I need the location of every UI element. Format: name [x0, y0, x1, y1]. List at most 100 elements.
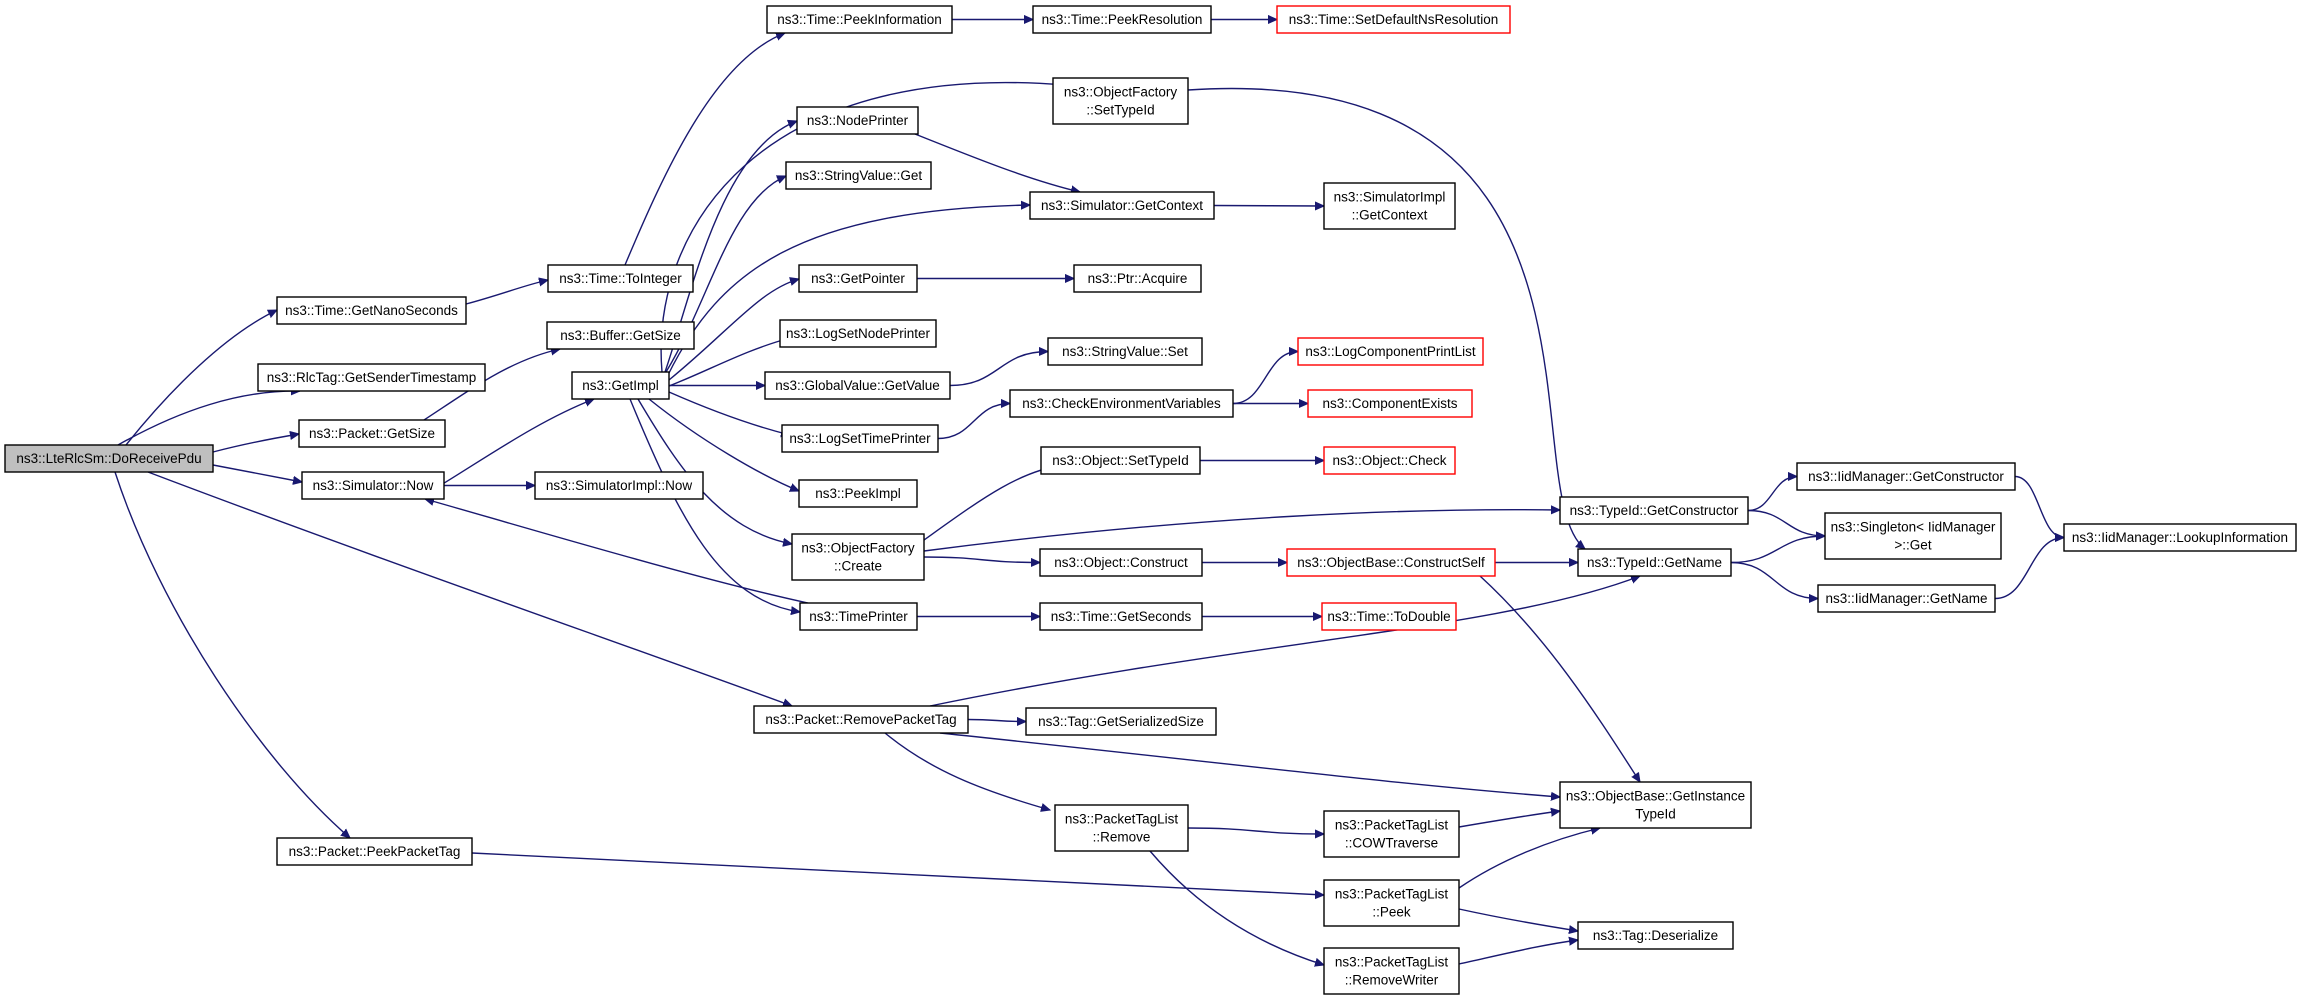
node-ofCreate[interactable]: ns3::ObjectFactory::Create	[791, 533, 925, 581]
node-box[interactable]	[1559, 781, 1752, 829]
node-box[interactable]	[796, 106, 919, 135]
node-logSetNodePrinter[interactable]: ns3::LogSetNodePrinter	[779, 319, 937, 348]
node-singletonGet[interactable]: ns3::Singleton< IidManager>::Get	[1824, 512, 2002, 560]
node-peekPktTag[interactable]: ns3::Packet::PeekPacketTag	[276, 837, 473, 866]
node-peekRes[interactable]: ns3::Time::PeekResolution	[1032, 5, 1212, 34]
node-box[interactable]	[1323, 182, 1456, 230]
node-objSetTypeId[interactable]: ns3::Object::SetTypeId	[1040, 446, 1201, 475]
node-getImpl[interactable]: ns3::GetImpl	[571, 371, 670, 400]
node-box[interactable]	[1307, 389, 1473, 418]
node-root[interactable]: ns3::LteRlcSm::DoReceivePdu	[4, 444, 214, 473]
node-getPointer[interactable]: ns3::GetPointer	[798, 264, 918, 293]
node-timeToDouble[interactable]: ns3::Time::ToDouble	[1321, 602, 1457, 631]
node-box[interactable]	[1323, 947, 1460, 995]
node-box[interactable]	[779, 319, 937, 348]
node-timeGetSeconds[interactable]: ns3::Time::GetSeconds	[1039, 602, 1203, 631]
node-box[interactable]	[257, 363, 486, 392]
node-peekImpl[interactable]: ns3::PeekImpl	[798, 479, 918, 508]
node-box[interactable]	[1577, 921, 1734, 950]
node-box[interactable]	[1073, 264, 1202, 293]
node-pktGetSize[interactable]: ns3::Packet::GetSize	[298, 419, 446, 448]
node-logSetTimePrinter[interactable]: ns3::LogSetTimePrinter	[781, 424, 939, 453]
node-box[interactable]	[1032, 5, 1212, 34]
node-box[interactable]	[1276, 5, 1511, 34]
node-strValGet[interactable]: ns3::StringValue::Get	[785, 161, 932, 190]
node-box[interactable]	[1824, 512, 2002, 560]
node-ptlCow[interactable]: ns3::PacketTagList::COWTraverse	[1323, 810, 1460, 858]
node-ofSetTypeId[interactable]: ns3::ObjectFactory::SetTypeId	[1052, 77, 1189, 125]
node-objConstruct[interactable]: ns3::Object::Construct	[1039, 548, 1203, 577]
node-gvGetValue[interactable]: ns3::GlobalValue::GetValue	[764, 371, 951, 400]
node-objCheck[interactable]: ns3::Object::Check	[1323, 446, 1456, 475]
node-box[interactable]	[764, 371, 951, 400]
node-nodePrinter[interactable]: ns3::NodePrinter	[796, 106, 919, 135]
node-simNow[interactable]: ns3::Simulator::Now	[301, 471, 445, 500]
node-toInteger[interactable]: ns3::Time::ToInteger	[547, 264, 694, 293]
node-box[interactable]	[798, 479, 918, 508]
node-box[interactable]	[547, 264, 694, 293]
node-box[interactable]	[785, 161, 932, 190]
node-typeIdGetCtor[interactable]: ns3::TypeId::GetConstructor	[1559, 496, 1749, 525]
node-box[interactable]	[301, 471, 445, 500]
node-box[interactable]	[1323, 879, 1460, 927]
node-box[interactable]	[571, 371, 670, 400]
node-box[interactable]	[1817, 584, 1996, 613]
node-iidGetCtor[interactable]: ns3::IidManager::GetConstructor	[1796, 462, 2016, 491]
node-getNano[interactable]: ns3::Time::GetNanoSeconds	[276, 296, 467, 325]
node-box[interactable]	[1323, 810, 1460, 858]
node-box[interactable]	[1009, 389, 1234, 418]
node-box[interactable]	[1054, 804, 1189, 852]
node-box[interactable]	[791, 533, 925, 581]
node-box[interactable]	[546, 321, 695, 350]
node-ptrAcquire[interactable]: ns3::Ptr::Acquire	[1073, 264, 1202, 293]
node-box[interactable]	[1039, 548, 1203, 577]
node-box[interactable]	[1323, 446, 1456, 475]
node-box[interactable]	[781, 424, 939, 453]
node-box[interactable]	[1297, 337, 1484, 366]
node-box[interactable]	[766, 5, 953, 34]
node-setDefNs[interactable]: ns3::Time::SetDefaultNsResolution	[1276, 5, 1511, 34]
node-box[interactable]	[1321, 602, 1457, 631]
node-timePrinter[interactable]: ns3::TimePrinter	[799, 602, 918, 631]
node-iidLookup[interactable]: ns3::IidManager::LookupInformation	[2063, 523, 2297, 552]
node-box[interactable]	[534, 471, 704, 500]
node-box[interactable]	[798, 264, 918, 293]
node-iidGetName[interactable]: ns3::IidManager::GetName	[1817, 584, 1996, 613]
node-box[interactable]	[4, 444, 214, 473]
node-box[interactable]	[1039, 602, 1203, 631]
node-box[interactable]	[1040, 446, 1201, 475]
node-ptlRemove[interactable]: ns3::PacketTagList::Remove	[1054, 804, 1189, 852]
node-obConstructSelf[interactable]: ns3::ObjectBase::ConstructSelf	[1286, 548, 1496, 577]
node-box[interactable]	[276, 837, 473, 866]
node-simImplGetCtx[interactable]: ns3::SimulatorImpl::GetContext	[1323, 182, 1456, 230]
node-bufGetSize[interactable]: ns3::Buffer::GetSize	[546, 321, 695, 350]
node-ptlPeek[interactable]: ns3::PacketTagList::Peek	[1323, 879, 1460, 927]
node-box[interactable]	[1047, 337, 1203, 366]
node-peekInfo[interactable]: ns3::Time::PeekInformation	[766, 5, 953, 34]
node-box[interactable]	[276, 296, 467, 325]
node-compExists[interactable]: ns3::ComponentExists	[1307, 389, 1473, 418]
node-box[interactable]	[1052, 77, 1189, 125]
node-removePktTag[interactable]: ns3::Packet::RemovePacketTag	[753, 705, 969, 734]
node-checkEnv[interactable]: ns3::CheckEnvironmentVariables	[1009, 389, 1234, 418]
node-box[interactable]	[1286, 548, 1496, 577]
node-typeIdGetName[interactable]: ns3::TypeId::GetName	[1577, 548, 1732, 577]
node-rlcTag[interactable]: ns3::RlcTag::GetSenderTimestamp	[257, 363, 486, 392]
node-simImplNow[interactable]: ns3::SimulatorImpl::Now	[534, 471, 704, 500]
node-tagGetSerSize[interactable]: ns3::Tag::GetSerializedSize	[1025, 707, 1217, 736]
node-box[interactable]	[1559, 496, 1749, 525]
node-logCompPrintList[interactable]: ns3::LogComponentPrintList	[1297, 337, 1484, 366]
node-strValSet[interactable]: ns3::StringValue::Set	[1047, 337, 1203, 366]
node-simGetCtx[interactable]: ns3::Simulator::GetContext	[1029, 191, 1215, 220]
node-box[interactable]	[1796, 462, 2016, 491]
node-box[interactable]	[1029, 191, 1215, 220]
node-box[interactable]	[753, 705, 969, 734]
node-ptlRemoveWriter[interactable]: ns3::PacketTagList::RemoveWriter	[1323, 947, 1460, 995]
node-box[interactable]	[2063, 523, 2297, 552]
node-box[interactable]	[1025, 707, 1217, 736]
node-tagDeserialize[interactable]: ns3::Tag::Deserialize	[1577, 921, 1734, 950]
node-box[interactable]	[1577, 548, 1732, 577]
node-box[interactable]	[799, 602, 918, 631]
node-box[interactable]	[298, 419, 446, 448]
